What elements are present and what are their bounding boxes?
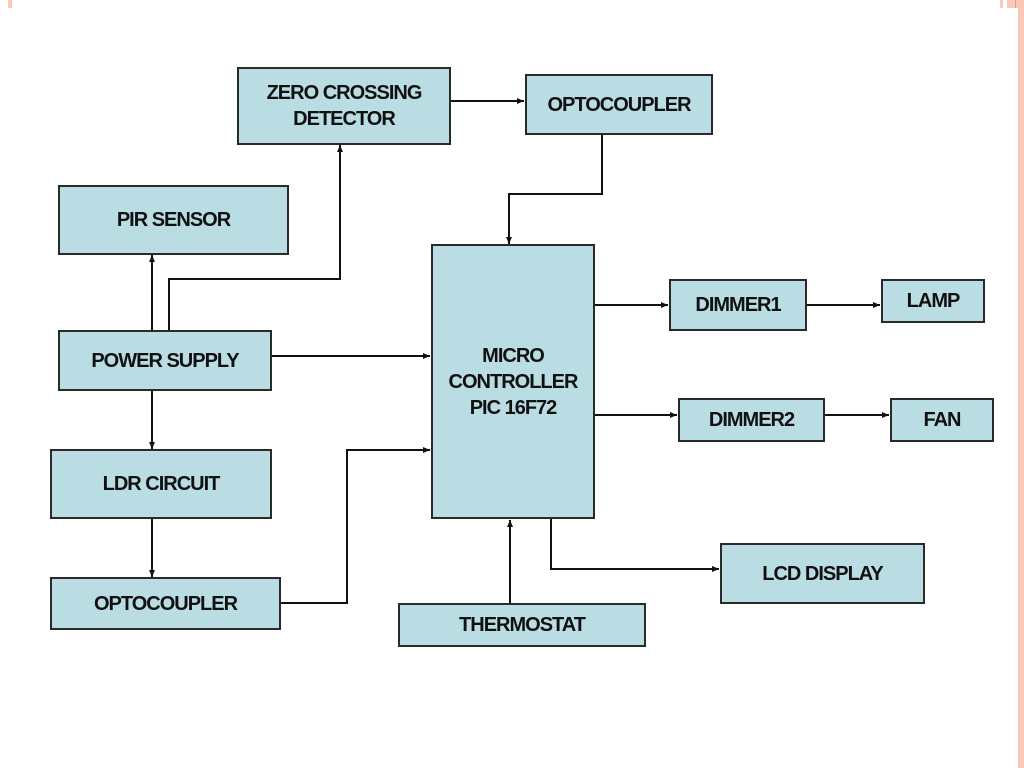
slide-accent-line: [1015, 0, 1016, 8]
block-pir-sensor: PIR SENSOR: [58, 185, 289, 255]
wire-optocoupler-to-microcontroller: [506, 135, 603, 244]
slide-accent-right-border: [1018, 8, 1024, 768]
block-label: OPTOCOUPLER: [547, 93, 691, 116]
block-label: OPTOCOUPLER: [93, 592, 238, 615]
block-ldr-circuit: LDR CIRCUIT: [50, 449, 272, 519]
block-label: LCD DISPLAY: [762, 562, 884, 585]
block-thermostat: THERMOSTAT: [398, 603, 646, 647]
block-power-supply: POWER SUPPLY: [58, 330, 272, 391]
wire-microcontroller-to-lcd: [550, 519, 719, 572]
wire-optocoupler-to-microcontroller-bottom: [281, 447, 430, 604]
block-optocoupler-top: OPTOCOUPLER: [525, 74, 713, 135]
wire-power-to-zero-crossing: [168, 145, 343, 330]
block-lcd-display: LCD DISPLAY: [720, 543, 925, 604]
slide-accent-left: [8, 0, 12, 8]
slide-accent-top-right-small: [1000, 0, 1003, 8]
block-label: LAMP: [906, 290, 961, 312]
block-label: FAN: [923, 409, 962, 431]
block-label: DIMMER1: [695, 294, 781, 316]
block-label: DIMMER2: [708, 409, 795, 431]
block-label: ZERO CROSSING DETECTOR: [266, 82, 423, 130]
block-label: PIR SENSOR: [116, 209, 231, 231]
block-label: THERMOSTAT: [459, 614, 586, 636]
block-label: LDR CIRCUIT: [102, 473, 221, 495]
block-zero-crossing-detector: ZERO CROSSING DETECTOR: [237, 67, 451, 145]
block-label: MICRO CONTROLLER PIC 16F72: [448, 344, 579, 419]
block-dimmer1: DIMMER1: [669, 279, 807, 331]
block-lamp: LAMP: [881, 279, 985, 323]
block-label: POWER SUPPLY: [91, 349, 239, 372]
block-microcontroller: MICRO CONTROLLER PIC 16F72: [431, 244, 595, 519]
block-optocoupler-bottom: OPTOCOUPLER: [50, 577, 281, 630]
block-fan: FAN: [890, 398, 994, 442]
block-dimmer2: DIMMER2: [678, 398, 825, 442]
